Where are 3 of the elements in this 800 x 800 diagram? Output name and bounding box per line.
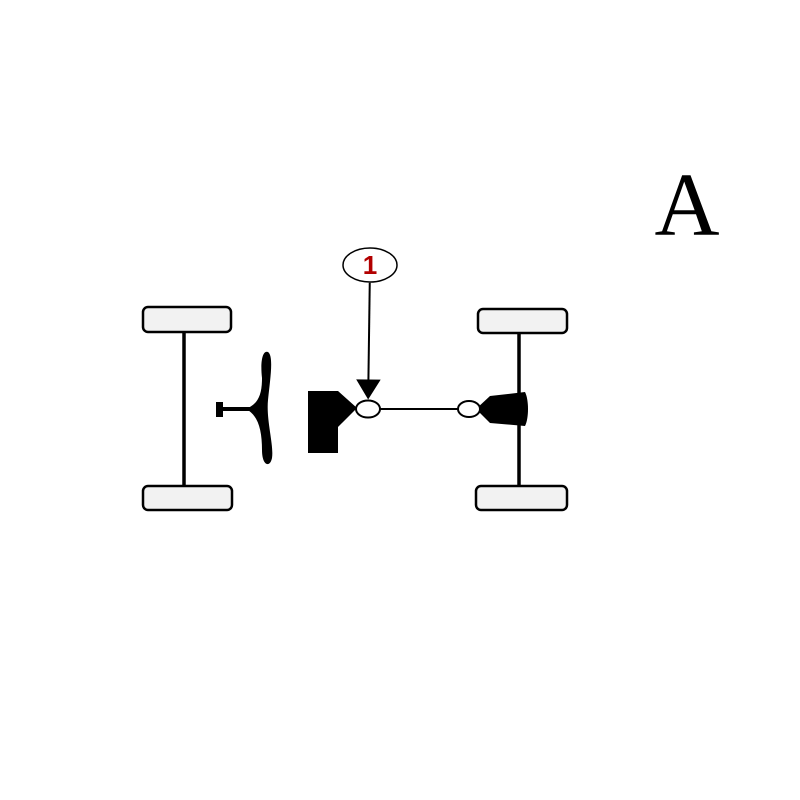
joint-ring bbox=[355, 400, 381, 418]
callout-number: 1 bbox=[342, 247, 398, 283]
panel-letter: A bbox=[655, 175, 719, 235]
